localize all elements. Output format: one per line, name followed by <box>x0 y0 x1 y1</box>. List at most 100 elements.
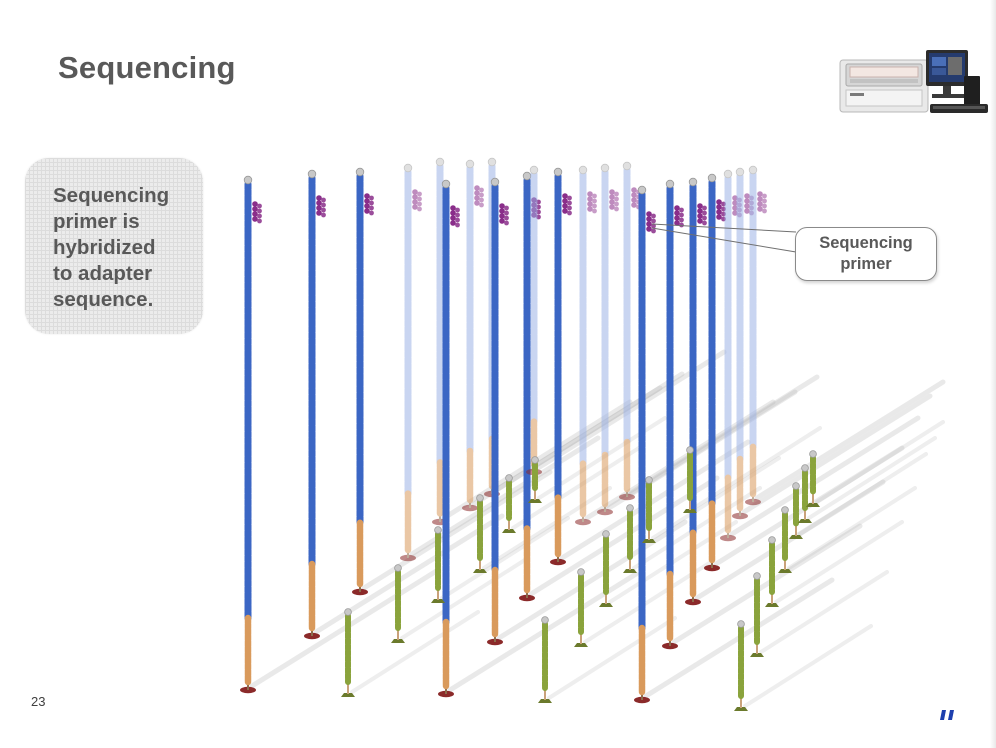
short-strand-cap <box>344 608 352 616</box>
primer-bead <box>316 200 322 206</box>
strand-cap <box>665 179 675 189</box>
primer-bead <box>716 204 722 210</box>
short-strand-cap <box>801 464 809 472</box>
primer-bead <box>567 195 572 201</box>
primer-bead <box>474 195 480 201</box>
short-strand-cap <box>686 446 694 454</box>
short-strand-anchor <box>789 535 803 539</box>
primer-bead <box>716 214 722 220</box>
primer-bead <box>592 203 597 209</box>
primer-bead <box>614 206 619 212</box>
primer-bead <box>252 201 258 207</box>
short-strand <box>391 564 405 643</box>
short-strand-cap <box>476 494 484 502</box>
primer-bead <box>450 220 456 226</box>
short-strand-cap <box>645 476 653 484</box>
short-strand-cap <box>809 450 817 458</box>
primer-bead <box>257 213 262 219</box>
strand-cap <box>622 161 632 171</box>
primer-bead <box>592 198 597 204</box>
short-strand <box>778 506 792 573</box>
primer-bead <box>417 196 422 202</box>
primer-bead <box>592 208 597 214</box>
short-strand-cap <box>394 564 402 572</box>
primer-bead <box>369 200 374 206</box>
primer-bead <box>697 208 703 214</box>
primer-bead <box>562 203 568 209</box>
primer-bead <box>499 218 505 224</box>
primer-bead <box>364 198 370 204</box>
primer-bead <box>587 206 593 212</box>
primer-bead <box>499 213 505 219</box>
short-strand-cap <box>541 616 549 624</box>
primer-bead <box>567 205 572 211</box>
primer-bead <box>450 210 456 216</box>
primer-bead <box>757 201 763 207</box>
short-strand <box>502 474 516 533</box>
primer-bead <box>252 206 258 212</box>
short-strand <box>750 572 764 657</box>
strand-shadow <box>511 446 641 530</box>
primer-bead <box>369 205 374 211</box>
dna-strand <box>304 169 326 640</box>
primer-bead <box>732 210 738 216</box>
dna-strand <box>400 163 422 562</box>
short-strand-cap <box>737 620 745 628</box>
short-strand-cap <box>753 572 761 580</box>
primer-bead <box>412 194 418 200</box>
dna-strand <box>732 167 754 520</box>
primer-bead <box>412 204 418 210</box>
primer-bead <box>716 199 722 205</box>
dna-strand <box>745 165 767 506</box>
primer-bead <box>702 220 707 226</box>
primer-bead <box>744 208 750 214</box>
short-strand-anchor <box>683 509 697 513</box>
description-callout: Sequencing primer is hybridized to adapt… <box>25 158 203 334</box>
primer-bead <box>321 207 326 213</box>
strand-cap <box>688 177 698 187</box>
dna-strand <box>704 173 726 572</box>
primer-bead <box>651 213 656 219</box>
short-strand-anchor <box>765 603 779 607</box>
short-strand-anchor <box>642 539 656 543</box>
primer-bead <box>674 220 680 226</box>
short-strand-anchor <box>574 643 588 647</box>
short-strand-anchor <box>473 569 487 573</box>
strand-cap <box>243 175 253 185</box>
dna-strand <box>575 165 597 526</box>
primer-bead <box>562 193 568 199</box>
short-strand-cap <box>434 526 442 534</box>
primer-bead <box>504 220 509 226</box>
primer-bead <box>716 209 722 215</box>
dna-strand <box>240 175 262 694</box>
strand-cap <box>355 167 365 177</box>
primer-bead <box>762 198 767 204</box>
primer-bead <box>674 205 680 211</box>
strand-shadow <box>787 486 917 570</box>
primer-bead <box>679 212 684 218</box>
short-strand <box>798 464 812 523</box>
short-strand <box>574 568 588 647</box>
primer-bead <box>417 201 422 207</box>
short-strand-cap <box>505 474 513 482</box>
primer-bead <box>646 221 652 227</box>
dna-strand <box>487 177 509 646</box>
short-strand-anchor <box>391 639 405 643</box>
primer-bead <box>455 207 460 213</box>
primer-bead <box>592 193 597 199</box>
primer-bead <box>504 205 509 211</box>
strand-cap <box>735 167 745 177</box>
strand-shadow <box>671 523 863 645</box>
short-strand <box>473 494 487 573</box>
strand-shadow <box>350 610 480 694</box>
short-strand-cap <box>531 456 539 464</box>
primer-bead <box>631 187 637 193</box>
primer-bead <box>479 192 484 198</box>
strand-shadow <box>754 379 946 501</box>
short-strand-anchor <box>806 503 820 507</box>
short-strand <box>765 536 779 607</box>
primer-bead <box>474 185 480 191</box>
strand-cap <box>529 165 539 175</box>
primer-bead <box>316 195 322 201</box>
primer-bead <box>679 217 684 223</box>
